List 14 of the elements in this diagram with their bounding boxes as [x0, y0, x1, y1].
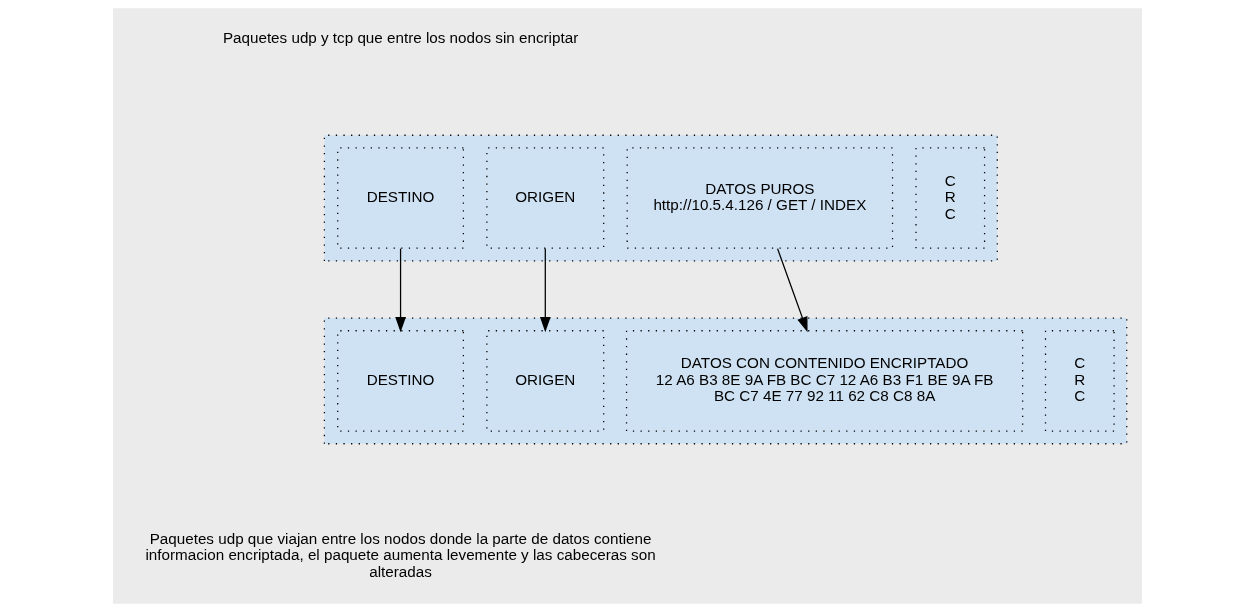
label: Paquetes udp que viajan entre los nodos donde la parte de datos contiene informacion encriptada, el paquete aumenta levemente y las cabeceras son alteradas	[145, 529, 656, 580]
arrow	[776, 247, 808, 333]
node-box: ORIGEN	[486, 330, 605, 432]
node-box: DATOS CON CONTENIDO ENCRIPTADO 12 A6 B3 8E 9A FB BC C7 12 A6 B3 F1 BE 9A FB BC C7 4E 77 92 11 62 C8 C8 8A	[625, 330, 1024, 432]
node-box: DATOS PUROS http://10.5.4.126 / GET / INDEX	[626, 147, 894, 249]
node-box: ORIGEN	[486, 147, 605, 249]
node-box: DESTINO	[337, 330, 465, 432]
node-box: C R C	[1044, 330, 1115, 432]
node-box: C R C	[915, 147, 986, 249]
arrow	[539, 247, 551, 333]
node-box: DESTINO	[337, 147, 465, 249]
label: Paquetes udp y tcp que entre los nodos sin encriptar	[222, 29, 579, 47]
arrow	[395, 247, 406, 333]
cluster	[323, 134, 998, 262]
